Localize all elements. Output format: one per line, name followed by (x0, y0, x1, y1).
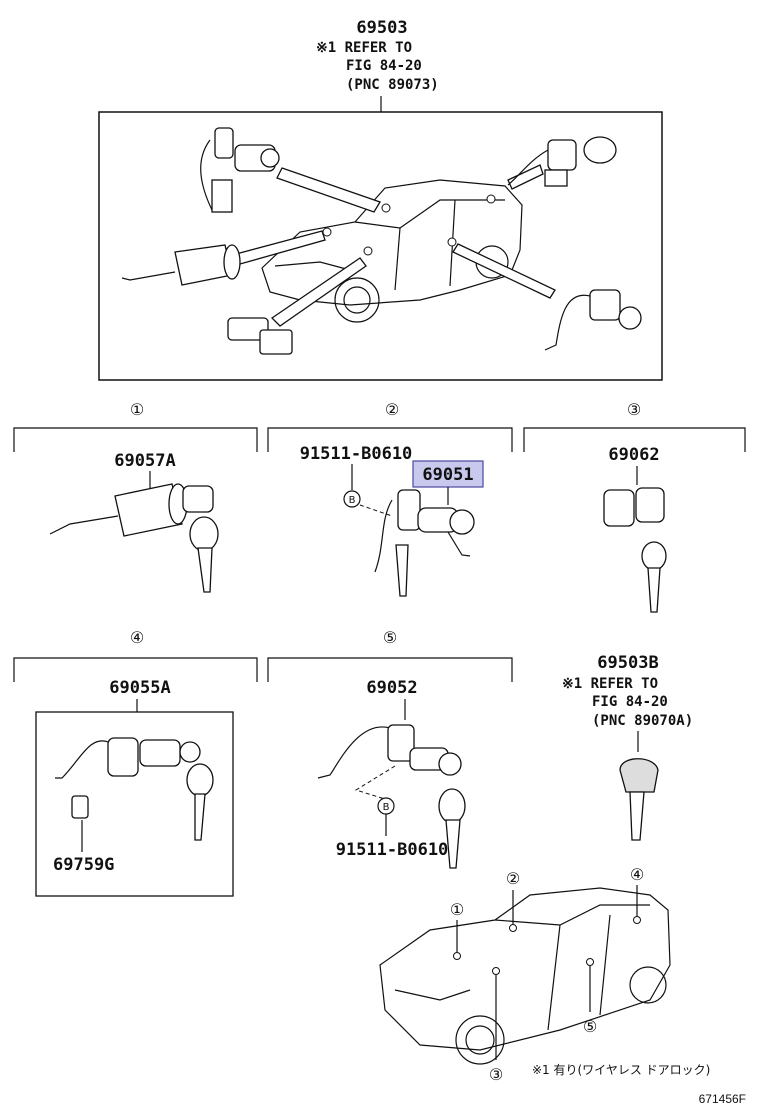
top-arrows (235, 164, 556, 327)
refer-note-line3: (PNC 89073) (346, 77, 439, 93)
master-key-illustration (619, 758, 659, 841)
refer-note-line1: ※1 REFER TO (316, 40, 412, 56)
bottom-car-illustration (379, 887, 671, 1065)
group-number-1: ① (130, 400, 144, 419)
part-number-91511-B0610-b[interactable]: 91511-B0610 (336, 840, 449, 860)
refer-note2-line1: ※1 REFER TO (562, 676, 658, 692)
top-car-illustration (261, 179, 523, 323)
part-number-69057A[interactable]: 69057A (114, 451, 175, 471)
car-callout-4: ④ (630, 865, 644, 884)
figure-code: 671456F (699, 1092, 746, 1106)
door-lock-cylinder-illustration (374, 489, 475, 597)
part-number-91511-B0610-a[interactable]: 91511-B0610 (300, 444, 413, 464)
group-number-3: ③ (627, 400, 641, 419)
group-bracket-1 (13, 427, 258, 452)
part-number-69052[interactable]: 69052 (366, 678, 417, 698)
ignition-cylinder-illustration (49, 483, 219, 593)
part-number-69051-highlight[interactable] (412, 460, 484, 488)
car-callout-5: ⑤ (583, 1017, 597, 1036)
part-number-69503[interactable]: 69503 (356, 18, 407, 38)
refer-note-line2: FIG 84-20 (346, 58, 422, 74)
top-lock-parts (121, 127, 642, 355)
subassembly-box-69055A (35, 711, 234, 897)
part-number-69503B[interactable]: 69503B (597, 653, 658, 673)
part-number-69062[interactable]: 69062 (608, 445, 659, 465)
group-bracket-5 (267, 657, 513, 682)
refer-note2-line2: FIG 84-20 (592, 694, 668, 710)
group-bracket-4 (13, 657, 258, 682)
group-number-4: ④ (130, 628, 144, 647)
car-callout-1: ① (450, 900, 464, 919)
wireless-door-lock-note: ※1 有り(ワイヤレス ドアロック) (532, 1063, 710, 1077)
car-callout-2: ② (506, 869, 520, 888)
group-bracket-2 (267, 427, 513, 452)
group-bracket-3 (523, 427, 746, 452)
bolt-marker-b-a (343, 490, 361, 508)
part-number-69051[interactable]: 69051 (422, 465, 473, 485)
group-number-2: ② (385, 400, 399, 419)
glove-box-lock-illustration (603, 487, 667, 613)
bolt-marker-label-b: B (383, 802, 390, 813)
trunk-lock-cylinder-illustration (317, 724, 466, 869)
door-lock-assembly-illustration (55, 737, 214, 841)
bolt-marker-label-a: B (349, 495, 356, 506)
car-callout-3: ③ (489, 1065, 503, 1084)
refer-note2-line3: (PNC 89070A) (592, 713, 693, 729)
part-number-69759G[interactable]: 69759G (53, 855, 114, 875)
part-number-69055A[interactable]: 69055A (109, 678, 170, 698)
lock-set-box (98, 111, 663, 381)
group-number-5: ⑤ (383, 628, 397, 647)
